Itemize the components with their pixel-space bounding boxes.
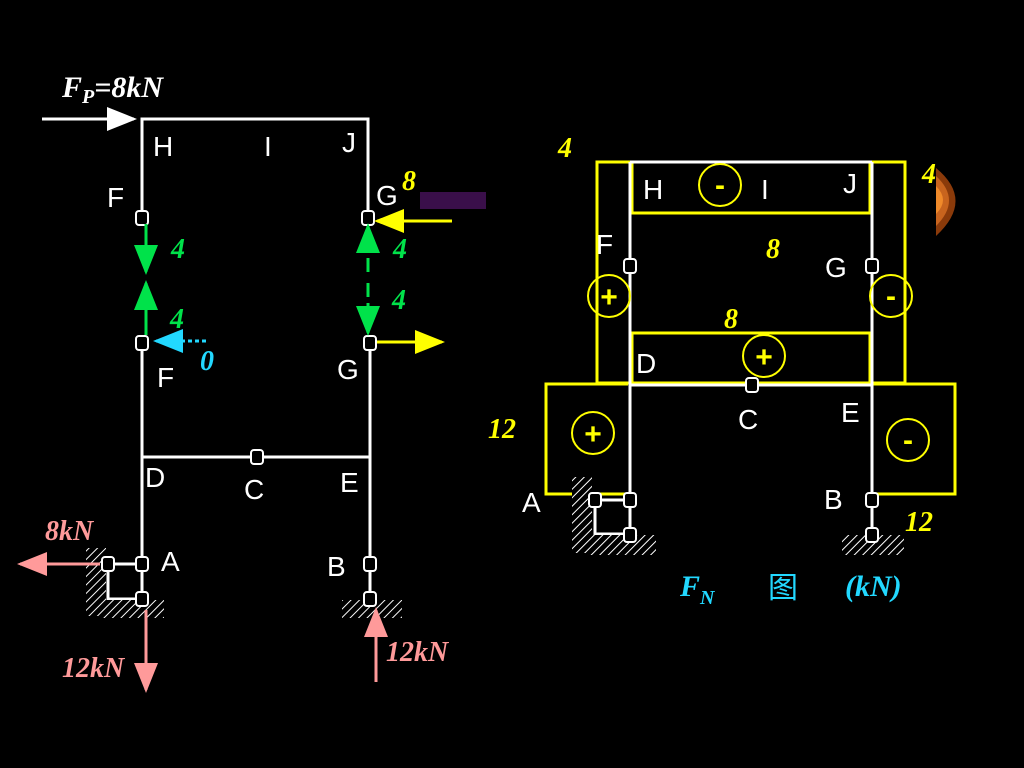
sign-eb: - bbox=[903, 424, 913, 457]
sign-circle-eb bbox=[886, 418, 930, 462]
sign-g-column: - bbox=[886, 280, 896, 313]
right-hinge-g bbox=[865, 258, 879, 274]
hinge-g-top bbox=[361, 210, 375, 226]
right-hinge-b-upper bbox=[865, 492, 879, 508]
hinge-a-upper bbox=[135, 556, 149, 572]
hinge-g-bottom bbox=[363, 335, 377, 351]
left-support-a-base bbox=[106, 564, 142, 601]
sign-circles bbox=[571, 163, 930, 462]
value-hj-left: 4 bbox=[557, 133, 572, 164]
hinge-f-bottom bbox=[135, 335, 149, 351]
fn-diagram-envelopes bbox=[544, 160, 957, 496]
left-node-a: A bbox=[161, 546, 180, 577]
sign-circle-g-column bbox=[869, 274, 913, 318]
left-node-d: D bbox=[145, 462, 165, 493]
hinge-a-lower bbox=[135, 591, 149, 607]
fp-label: FP=8kN bbox=[61, 71, 164, 108]
value-fg-top: 8 bbox=[766, 234, 780, 265]
fn-caption-symbol: FN bbox=[679, 570, 716, 609]
fn-caption-unit: (kN) bbox=[845, 570, 902, 603]
f-up-value: 4 bbox=[169, 304, 184, 335]
right-hinge-b-lower bbox=[865, 527, 879, 543]
right-hinge-a-lower bbox=[623, 527, 637, 543]
right-node-d: D bbox=[636, 348, 656, 379]
right-node-b: B bbox=[824, 484, 843, 515]
left-node-c: C bbox=[244, 474, 264, 505]
sign-circle-de bbox=[742, 334, 786, 378]
right-support-a-base bbox=[593, 500, 630, 536]
b-vertical-reaction-value: 12kN bbox=[386, 637, 450, 668]
g-top-force-value: 8 bbox=[402, 166, 416, 197]
value-de-top: 8 bbox=[724, 304, 738, 335]
right-node-f: F bbox=[596, 229, 613, 260]
left-hinges bbox=[101, 210, 377, 607]
left-node-h: H bbox=[153, 131, 173, 162]
hinge-b-lower bbox=[363, 591, 377, 607]
right-ground-a-wall bbox=[572, 477, 592, 553]
sign-circle-f-column bbox=[587, 274, 631, 318]
hinge-f-top bbox=[135, 210, 149, 226]
left-node-j: J bbox=[342, 127, 356, 158]
left-node-f-bottom: F bbox=[157, 362, 174, 393]
hinge-b-upper bbox=[363, 556, 377, 572]
a-vertical-reaction-value: 12kN bbox=[62, 653, 126, 684]
left-upper-frame bbox=[140, 117, 370, 218]
left-node-e: E bbox=[340, 467, 359, 498]
fn-caption-tu: 图 bbox=[768, 572, 798, 605]
f-down-value: 4 bbox=[170, 234, 185, 265]
right-hinge-c bbox=[745, 377, 759, 393]
right-hinge-f bbox=[623, 258, 637, 274]
sign-de: + bbox=[755, 341, 773, 374]
value-hj-right: 4 bbox=[921, 159, 936, 190]
envelope-eb bbox=[872, 382, 957, 496]
right-node-a: A bbox=[522, 487, 541, 518]
right-node-j: J bbox=[843, 168, 857, 199]
sign-hj: - bbox=[715, 169, 725, 202]
highlight-bar bbox=[420, 192, 486, 209]
hinge-a-left bbox=[101, 556, 115, 572]
left-frame bbox=[106, 117, 372, 601]
g-up-value: 4 bbox=[392, 234, 407, 265]
left-node-i: I bbox=[264, 131, 272, 162]
right-node-g: G bbox=[825, 252, 847, 283]
g-down-value: 4 bbox=[391, 285, 406, 316]
f-zero-value: 0 bbox=[200, 346, 214, 377]
sign-circle-hj bbox=[698, 163, 742, 207]
sign-da: + bbox=[584, 418, 602, 451]
right-ground-b-floor bbox=[842, 535, 904, 555]
right-ground-a-floor bbox=[590, 535, 656, 555]
left-node-b: B bbox=[327, 551, 346, 582]
left-node-f-top: F bbox=[107, 182, 124, 213]
value-eb-right: 12 bbox=[905, 507, 933, 538]
decorative-orange-shape bbox=[936, 168, 956, 236]
envelope-hj bbox=[630, 160, 872, 215]
right-hinge-a-upper bbox=[623, 492, 637, 508]
sign-f-column: + bbox=[600, 281, 618, 314]
left-node-g-bottom: G bbox=[337, 354, 359, 385]
right-node-c: C bbox=[738, 404, 758, 435]
value-da-left: 12 bbox=[488, 414, 516, 445]
left-node-g-top: G bbox=[376, 180, 398, 211]
right-hinge-a-left bbox=[588, 492, 602, 508]
a-horizontal-reaction-value: 8kN bbox=[45, 516, 95, 547]
right-node-e: E bbox=[841, 397, 860, 428]
sign-circle-da bbox=[571, 411, 615, 455]
right-node-h: H bbox=[643, 174, 663, 205]
right-node-i: I bbox=[761, 174, 769, 205]
left-ground-a-floor bbox=[100, 600, 164, 618]
right-hinges bbox=[588, 258, 879, 543]
hinge-c bbox=[250, 449, 264, 465]
